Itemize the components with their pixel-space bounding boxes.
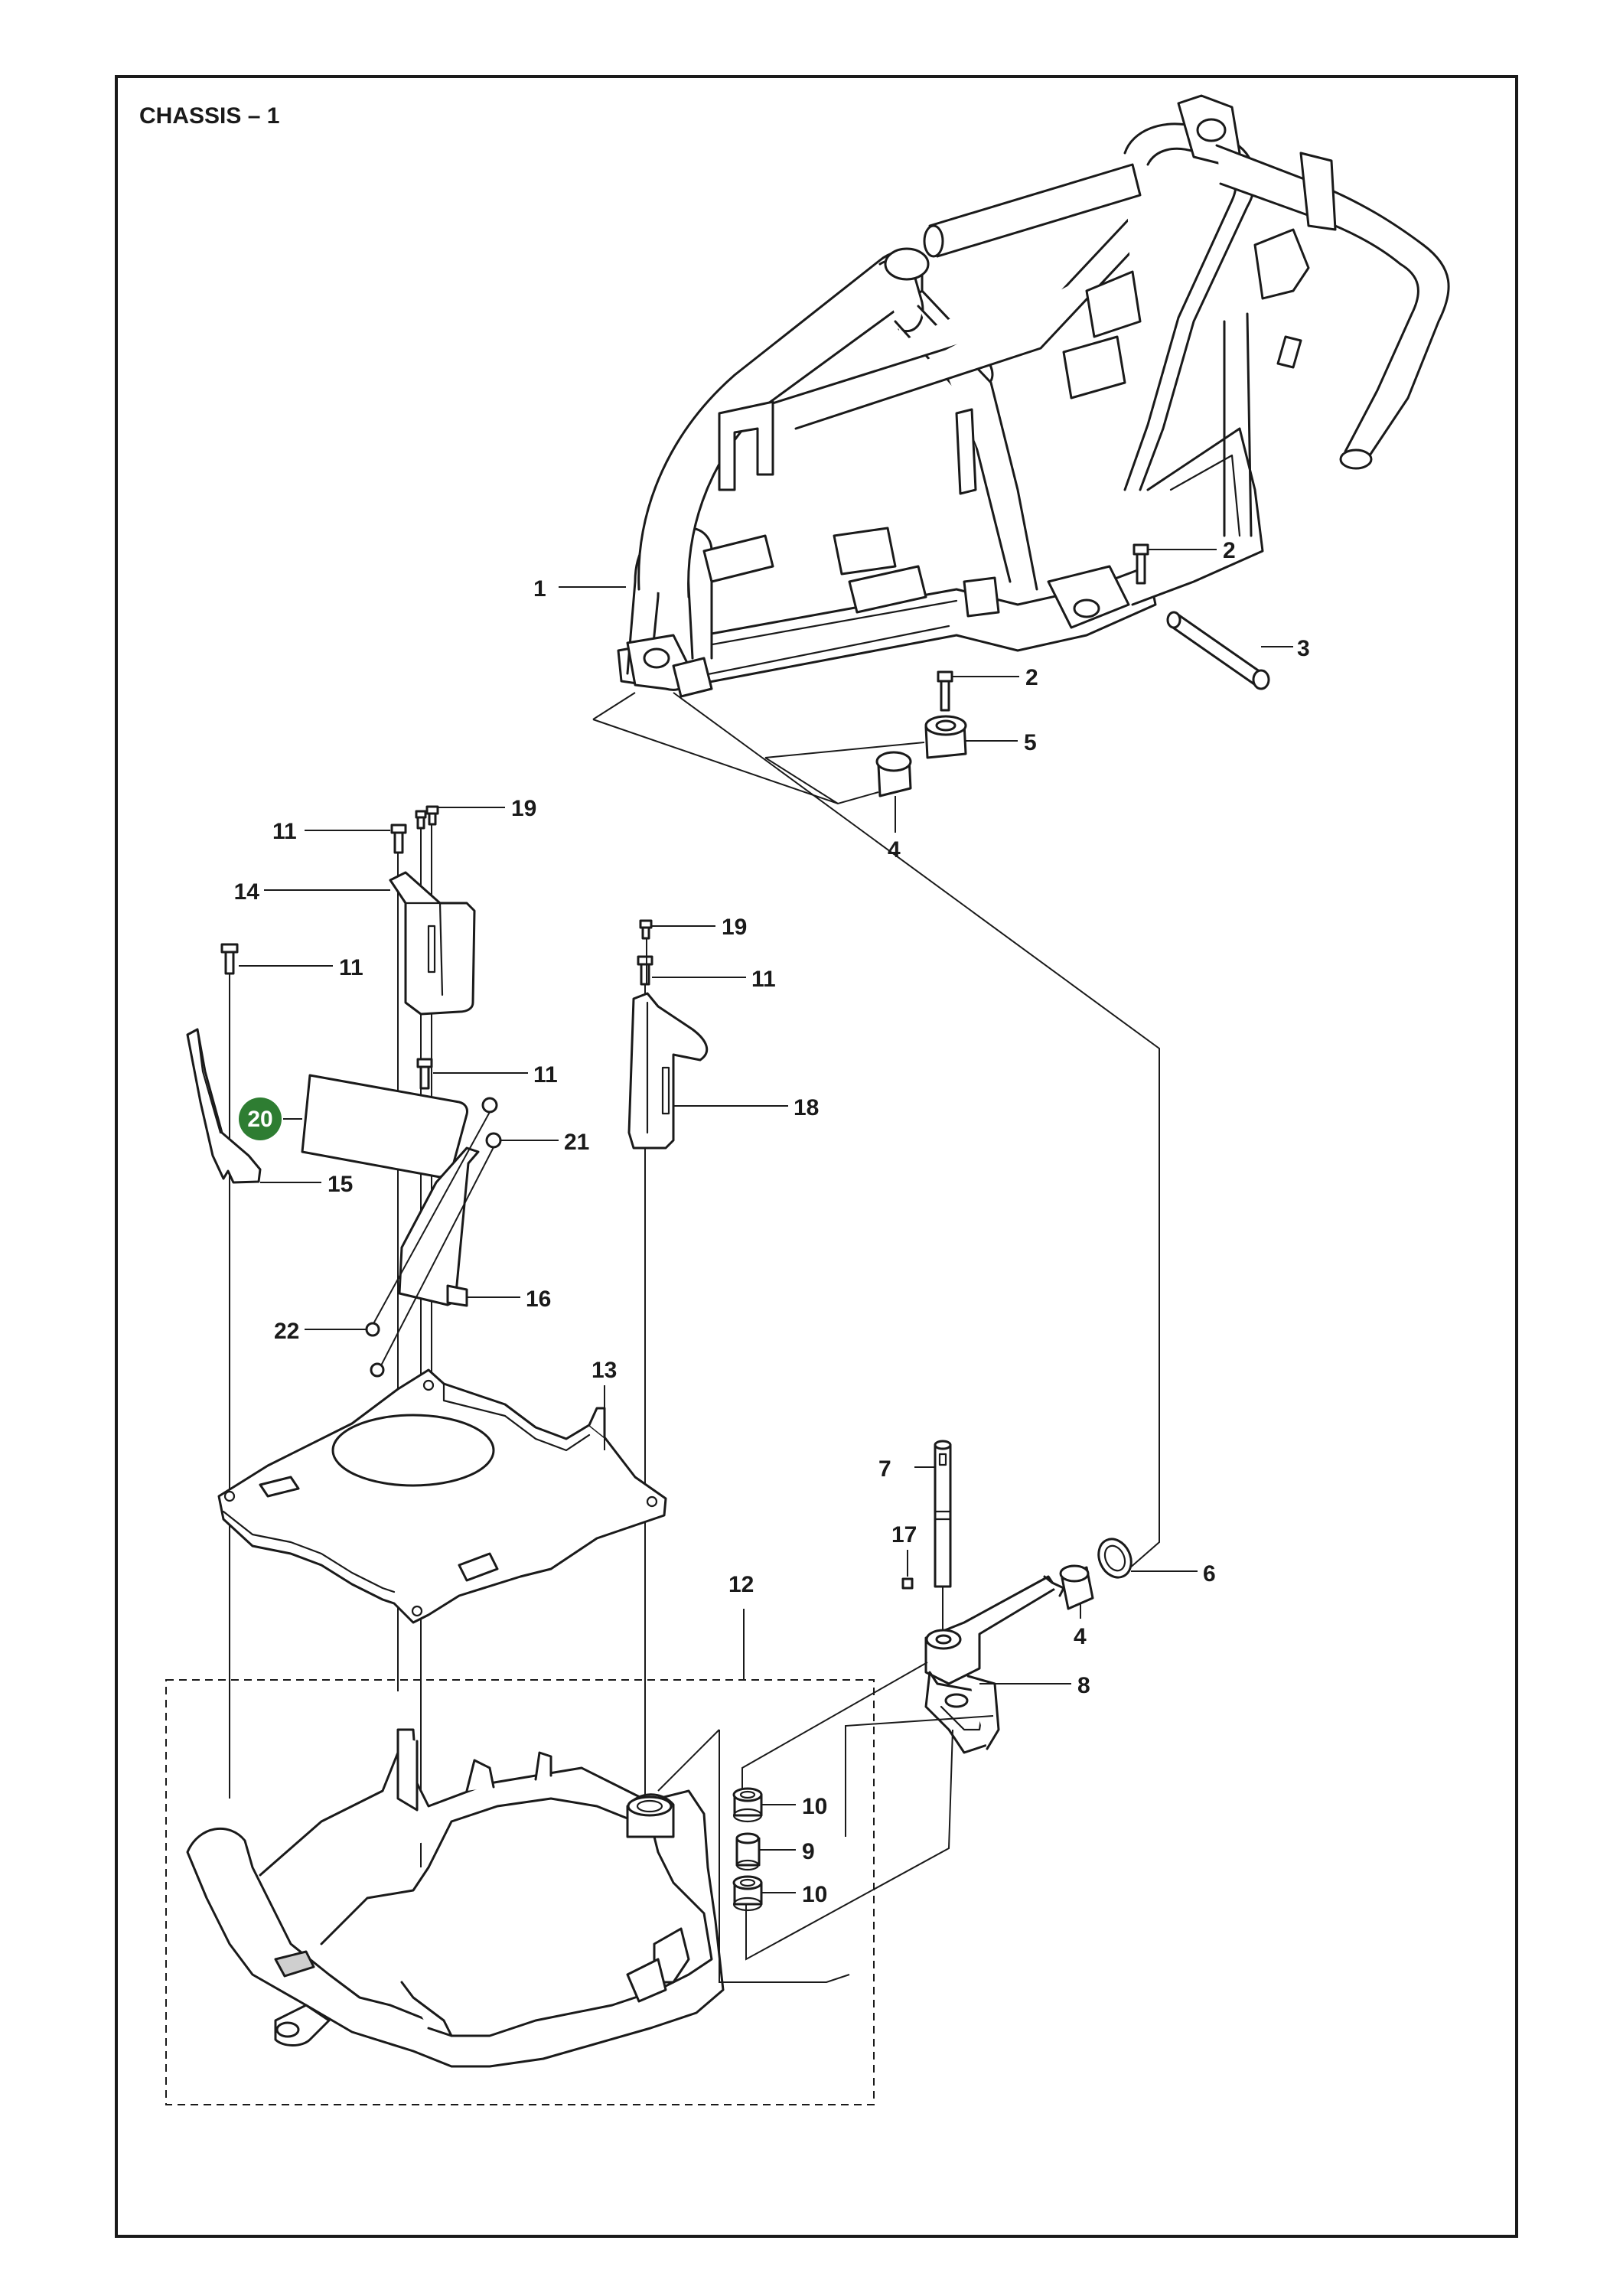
ring-part-6[interactable] [1093,1534,1137,1583]
bushing-part-10-upper[interactable] [732,1787,763,1823]
bolt-part-11-b[interactable] [220,943,239,975]
callout-label: 13 [592,1358,617,1383]
page-frame [115,75,1518,2238]
bracket-part-14[interactable] [389,871,476,1016]
assembly-group-12-outline [165,1679,875,2105]
bolt-part-19-a[interactable] [415,805,439,830]
callout-label: 11 [751,967,776,992]
spacer-part-9[interactable] [735,1832,761,1871]
callout-label: 11 [339,955,363,980]
bolt-part-2-upper[interactable] [1133,543,1149,585]
callout-label: 19 [722,915,747,940]
swing-arm-part-8[interactable] [924,1575,1065,1754]
chassis-frame-part[interactable] [617,94,1450,698]
callout-label: 4 [888,837,901,863]
bolt-part-11-d[interactable] [637,955,653,986]
callout-label: 4 [1074,1624,1087,1649]
bolt-part-2-lower[interactable] [937,670,953,712]
callout-label: 2 [1025,665,1038,690]
callout-label: 8 [1077,1673,1090,1698]
callout-label: 10 [802,1882,827,1907]
bolt-part-11-c[interactable] [416,1058,433,1090]
page-title: CHASSIS – 1 [139,103,279,129]
callout-label: 2 [1223,538,1236,563]
callout-label: 14 [234,879,260,905]
callout-label: 6 [1203,1561,1216,1587]
callout-label: 22 [274,1319,299,1344]
nut-part-21[interactable] [481,1097,502,1149]
shaft-pin-part-3[interactable] [1166,611,1270,690]
bolt-part-11-a[interactable] [390,823,407,854]
callout-label: 12 [728,1572,754,1597]
callout-label: 1 [533,576,546,602]
callout-label: 11 [533,1062,558,1088]
callout-label: 16 [526,1287,551,1312]
bushing-part-4-lower[interactable] [1059,1564,1094,1610]
callout-label: 15 [328,1172,353,1197]
callout-label: 9 [802,1839,815,1864]
cover-part-20[interactable] [301,1074,468,1179]
callout-label: 17 [891,1522,917,1548]
callout-label-highlighted: 20 [247,1107,272,1132]
callout-label: 10 [802,1794,827,1819]
callout-label: 3 [1297,636,1310,661]
callout-label: 11 [272,819,297,844]
base-frame-part-12[interactable] [186,1728,725,2068]
pin-part-17[interactable] [901,1577,914,1590]
highlight-badge [239,1097,282,1140]
bolt-part-19-b[interactable] [639,919,653,940]
callout-label: 7 [878,1456,891,1482]
mounting-plate-part-13[interactable] [217,1368,667,1624]
bushing-part-10-lower[interactable] [732,1875,763,1912]
collar-part-5[interactable] [924,715,967,759]
bracket-part-18[interactable] [627,992,709,1150]
bracket-part-15[interactable] [186,1028,262,1184]
callout-label: 5 [1024,730,1037,755]
callout-label: 19 [511,796,536,821]
callout-label: 18 [794,1095,819,1120]
nut-part-22[interactable] [365,1322,385,1378]
callout-label: 21 [564,1130,589,1155]
bushing-part-4-upper[interactable] [875,751,912,797]
spindle-part-7[interactable] [934,1440,952,1588]
